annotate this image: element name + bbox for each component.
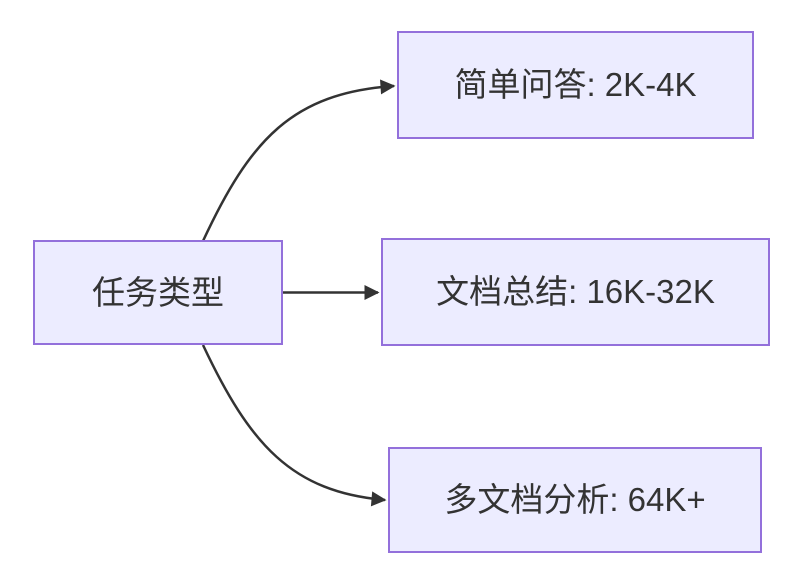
node-simple-qa-label: 简单问答: 2K-4K <box>454 66 697 104</box>
node-task-type: 任务类型 <box>33 240 283 345</box>
node-doc-summary-label: 文档总结: 16K-32K <box>436 273 715 311</box>
edge-root-to-bottom <box>201 344 387 507</box>
node-doc-summary: 文档总结: 16K-32K <box>381 238 770 346</box>
node-task-type-label: 任务类型 <box>92 273 224 311</box>
node-multi-doc-analysis: 多文档分析: 64K+ <box>388 447 762 553</box>
edge-root-to-top <box>201 79 396 242</box>
node-multi-doc-analysis-label: 多文档分析: 64K+ <box>444 481 706 519</box>
node-simple-qa: 简单问答: 2K-4K <box>397 31 754 139</box>
